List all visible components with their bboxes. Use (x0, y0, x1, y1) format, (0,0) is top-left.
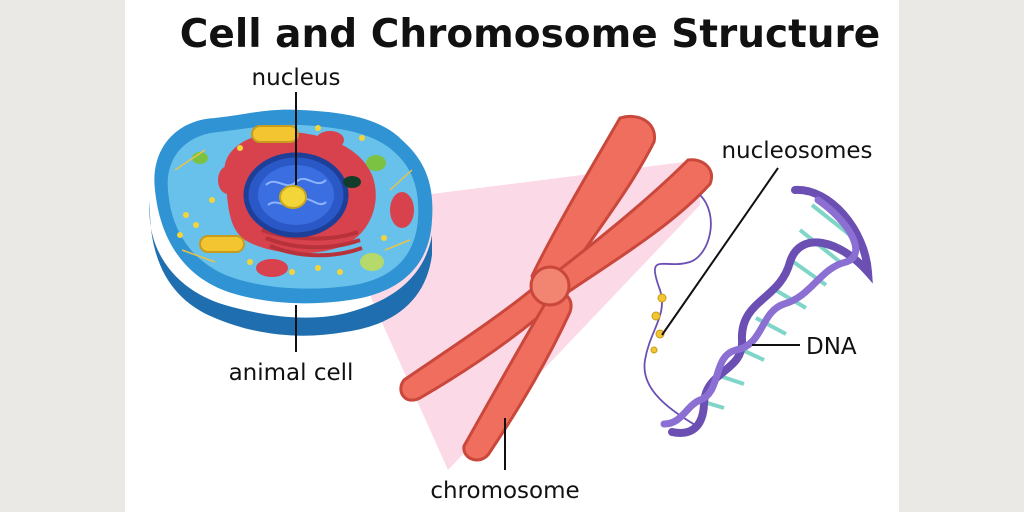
label-animal-cell: animal cell (229, 360, 354, 386)
label-dna: DNA (806, 334, 857, 360)
label-chromosome: chromosome (430, 478, 579, 504)
nucleolus (279, 185, 307, 209)
golgi-apparatus (261, 228, 363, 258)
vesicle (218, 166, 238, 194)
dna-backbone-strand-2 (660, 196, 860, 428)
dna-double-helix (660, 185, 873, 437)
chromatin-fiber (643, 194, 712, 429)
lysosome (390, 192, 414, 228)
ribosomes (177, 125, 387, 275)
mitochondrion (199, 235, 245, 253)
peroxisome (343, 176, 361, 188)
nucleosome-beads (650, 293, 667, 354)
centromere (529, 265, 571, 307)
dna-backbone-strand-1 (668, 185, 873, 437)
cytoskeleton (174, 149, 413, 263)
chromosome-arm-lower-right (462, 290, 573, 462)
chromosome (399, 115, 713, 462)
nucleosomes-leader-line (661, 167, 779, 336)
label-nucleosomes: nucleosomes (721, 138, 872, 164)
diagram-title: Cell and Chromosome Structure (180, 12, 880, 57)
vacuole (366, 155, 386, 171)
vacuole (360, 253, 384, 271)
animal-cell (149, 109, 433, 336)
vacuole (192, 152, 208, 164)
vesicle (256, 259, 288, 277)
lysosome (316, 131, 344, 149)
label-nucleus: nucleus (252, 65, 341, 91)
mitochondrion (251, 125, 299, 143)
